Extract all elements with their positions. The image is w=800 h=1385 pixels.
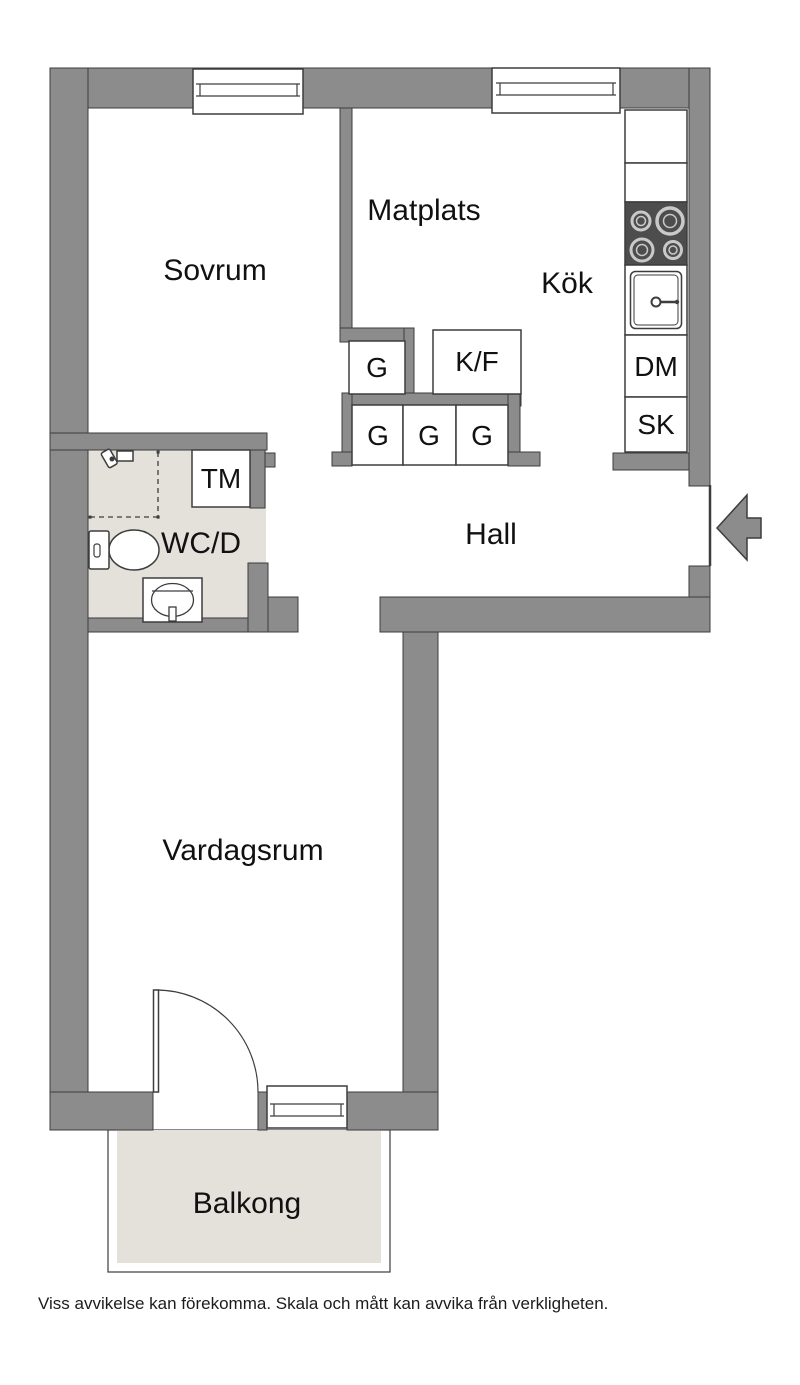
washing-machine-label: TM bbox=[200, 463, 242, 494]
entry-arrow-icon bbox=[715, 493, 762, 562]
room-label-kok: Kök bbox=[541, 267, 593, 300]
room-label-sovrum: Sovrum bbox=[163, 254, 267, 287]
disclaimer-text: Viss avvikelse kan förekomma. Skala och … bbox=[38, 1294, 609, 1313]
kitchen-counter bbox=[624, 109, 688, 203]
door-arc-icon bbox=[152, 989, 259, 1093]
shower-icon bbox=[88, 448, 160, 519]
tall-cabinet-label: SK bbox=[637, 409, 675, 440]
dishwasher-label: DM bbox=[634, 351, 678, 382]
room-label-hall: Hall bbox=[465, 518, 517, 551]
fridge-freezer-label: K/F bbox=[455, 346, 499, 377]
window-icon bbox=[266, 1085, 348, 1129]
closet-label-g-3: G bbox=[471, 420, 493, 451]
room-label-balkong: Balkong bbox=[192, 1187, 302, 1220]
closet-boxes bbox=[348, 329, 522, 466]
balcony-area bbox=[107, 1129, 391, 1273]
closet-label-g-2: G bbox=[418, 420, 440, 451]
room-label-matplats: Matplats bbox=[367, 194, 481, 227]
tall-cabinet-box bbox=[624, 396, 688, 453]
room-label-vardagsrum: Vardagsrum bbox=[162, 834, 324, 867]
window-icon bbox=[491, 67, 621, 114]
washing-machine-box bbox=[191, 449, 251, 508]
washbasin-icon bbox=[142, 577, 203, 623]
stove-icon bbox=[624, 201, 688, 266]
kitchen-sink-icon bbox=[624, 264, 688, 336]
room-label-wcd: WC/D bbox=[161, 527, 241, 560]
closet-label-g-1: G bbox=[367, 420, 389, 451]
window-icon bbox=[192, 68, 304, 115]
closet-label-g-top: G bbox=[366, 352, 388, 383]
toilet-icon bbox=[88, 529, 160, 571]
